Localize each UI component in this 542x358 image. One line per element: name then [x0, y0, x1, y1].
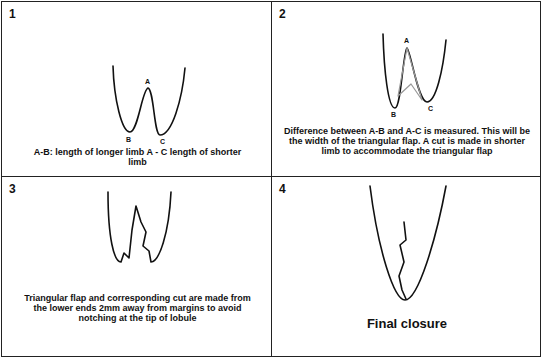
step-number: 1 — [9, 7, 16, 21]
step-caption: Difference between A-B and A-C is measur… — [282, 126, 532, 156]
point-label: C — [160, 138, 165, 145]
lobule-outline — [108, 192, 171, 262]
step-number: 2 — [279, 7, 286, 21]
lobule-outline — [370, 186, 446, 300]
step-caption: A-B: length of longer limb A - C length … — [28, 147, 248, 167]
point-label: A — [145, 78, 150, 85]
closure-line — [399, 222, 406, 299]
step-panel: 4Final closure — [271, 176, 541, 357]
point-label: B — [391, 111, 396, 118]
step-panel: 1A-B: length of longer limb A - C length… — [1, 1, 272, 177]
step-number: 3 — [9, 182, 16, 196]
lobule-outline — [383, 34, 446, 108]
point-label: A — [404, 37, 409, 44]
step-panel: 3Triangular flap and corresponding cut a… — [1, 176, 272, 357]
step-number: 4 — [279, 182, 286, 196]
step-caption: Final closure — [307, 317, 507, 332]
flap-sketch — [398, 48, 422, 100]
point-label: C — [428, 105, 433, 112]
point-label: B — [126, 136, 131, 143]
step-panel: 2Difference between A-B and A-C is measu… — [271, 1, 541, 177]
lobule-outline — [113, 66, 185, 135]
step-caption: Triangular flap and corresponding cut ar… — [18, 293, 258, 323]
